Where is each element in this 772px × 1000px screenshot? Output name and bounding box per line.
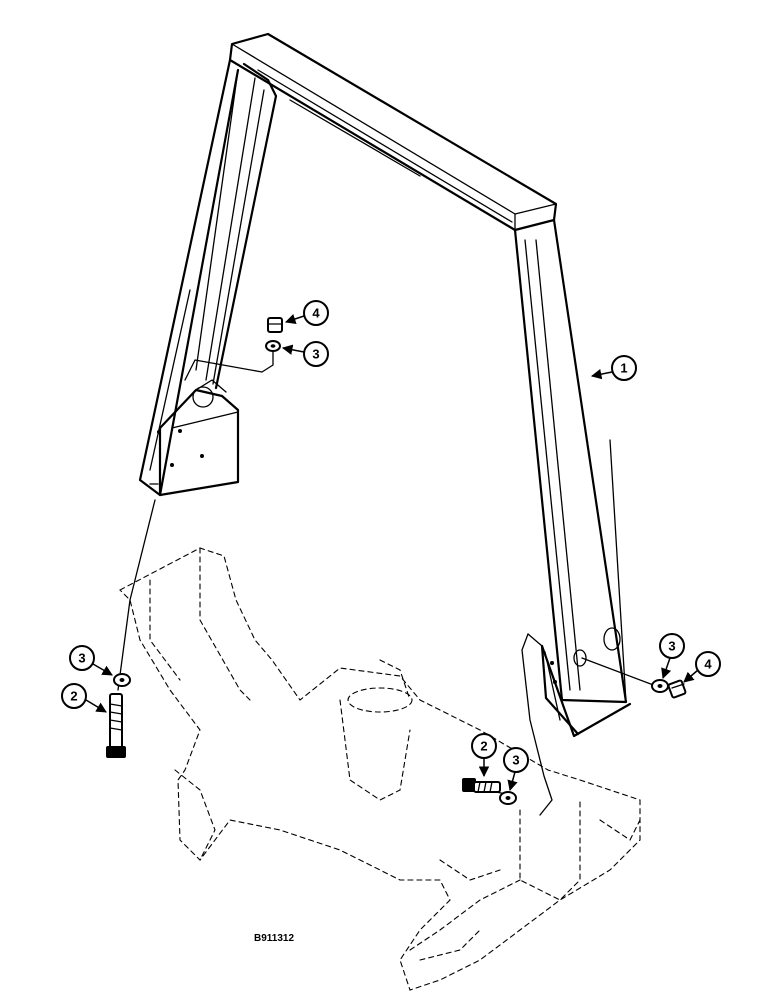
hoop-frame xyxy=(138,32,632,738)
callout-label: 4 xyxy=(704,657,712,672)
callout-label: 4 xyxy=(312,306,320,321)
callout-label: 3 xyxy=(312,347,319,362)
callout-4-nut-right: 4 xyxy=(683,651,721,683)
washer-right-lower xyxy=(499,791,517,805)
washer-right xyxy=(651,679,669,693)
callout-3-washer-upper: 3 xyxy=(281,341,329,367)
bolt-left xyxy=(106,693,126,758)
washer-upper xyxy=(265,340,281,352)
callout-label: 1 xyxy=(620,361,627,376)
callout-label: 3 xyxy=(78,651,85,666)
callout-label: 2 xyxy=(480,739,487,754)
callout-label: 3 xyxy=(668,639,675,654)
callout-1-frame: 1 xyxy=(590,355,637,381)
callout-2-bolt-left: 2 xyxy=(61,683,107,713)
alignment-lines xyxy=(117,347,657,816)
callout-label: 2 xyxy=(70,689,77,704)
nut-upper xyxy=(267,317,283,333)
callout-3-washer-right-lower: 3 xyxy=(503,747,529,792)
figure-id: B911312 xyxy=(254,933,294,944)
callout-2-bolt-right: 2 xyxy=(471,733,497,778)
nut-right xyxy=(667,679,687,699)
callout-3-washer-right: 3 xyxy=(659,633,685,679)
washer-left xyxy=(113,673,131,687)
callout-label: 3 xyxy=(512,753,519,768)
bolt-right xyxy=(462,778,501,793)
callout-4-nut-upper: 4 xyxy=(285,300,329,326)
callout-3-washer-left: 3 xyxy=(69,645,113,676)
chassis-ghost xyxy=(119,547,641,991)
